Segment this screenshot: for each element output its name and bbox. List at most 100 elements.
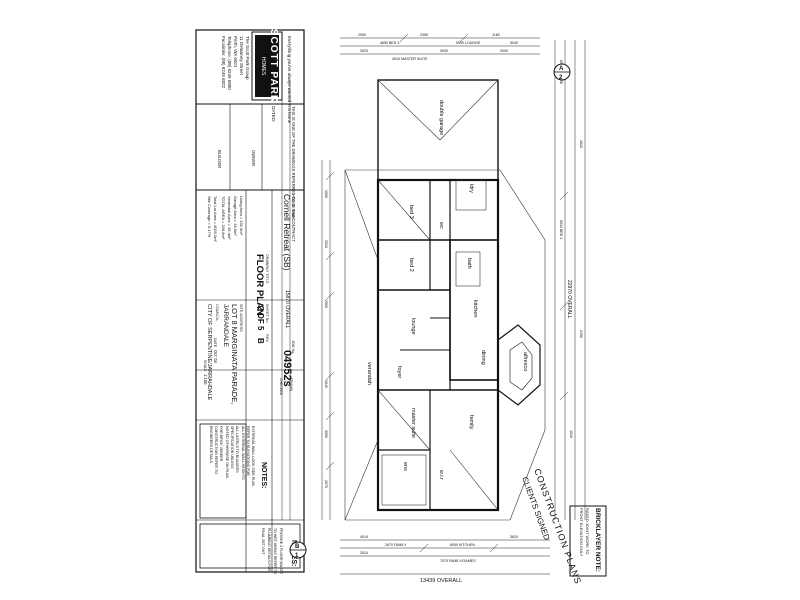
svg-text:NOTES:: NOTES: [260,462,267,488]
dimension-text-top: 2990 4650 BED 3 2350 3930 5990 LOUNGE 11… [358,33,518,61]
section-marker-bottom: B 1 [289,541,307,559]
svg-text:2: 2 [559,75,563,81]
company-tagline: Everything you've always wanted in a hom… [287,36,292,124]
drawing-title-label: DRAWING TITLE [265,254,269,284]
svg-text:3810: 3810 [510,535,518,539]
house-name: Cornell Retreat (SB) [282,194,292,271]
overall-vertical: 22970 OVERALL [566,280,572,319]
svg-text:ENGINEERS DETAILS: ENGINEERS DETAILS [209,426,213,463]
room-wir: w.i.r [438,469,444,480]
svg-text:4510: 4510 [569,430,573,438]
svg-text:6000 KITCHEN: 6000 KITCHEN [450,543,475,547]
date-value: Oct '04 [213,350,218,364]
room-wc: wc [438,221,444,229]
dimension-lines [281,37,586,575]
room-foyer: foyer [396,366,402,378]
svg-text:3310: 3310 [324,240,328,248]
room-labels: bed 3 bed 2 lounge master suite family k… [366,100,528,480]
scale-value: 1:100 [203,374,208,385]
dimension-text-left: 1000 3310 2500 1640 3050 2670 [324,190,328,488]
room-lounge: lounge [410,318,416,335]
svg-text:4010: 4010 [360,535,368,539]
svg-text:6510 BED 2: 6510 BED 2 [559,220,563,239]
construction-stamp: CONSTRUCTION PLANS CLIENTS SIGNED [520,467,583,586]
notes-box: NOTES: EXTERNAL WALL LOOK SIDE PLAN REFE… [199,423,267,519]
svg-text:FOR BRICK VENEER: FOR BRICK VENEER [219,426,223,462]
company-address: The Scott Park Group 11 Delawney Street … [221,36,250,90]
svg-text:NOTED OTHERWISE ON PLAN: NOTED OTHERWISE ON PLAN [225,426,229,478]
notes-box-2: NOTES: PROVIDE 2 FLOOR WASTE TO WET AREA… [199,523,301,575]
date-label: DATE [213,338,217,348]
room-bed2: bed 2 [408,258,414,272]
svg-text:1: 1 [295,553,299,559]
overall-bottom: 13439 OVERALL [420,578,462,584]
svg-text:4650 BED 3: 4650 BED 3 [380,41,399,45]
svg-text:11 Delawney Street: 11 Delawney Street [239,36,244,76]
site-address-label: SITE ADDRESS [239,304,243,332]
section-marker-top: A 2 [553,63,571,81]
room-ens: ens [402,462,408,471]
roof-lines [344,79,546,521]
drawn-label: DRAWN [289,378,293,392]
dimension-text-bottom: 4010 2670 FAMILY 6000 KITCHEN 3810 2510 … [360,535,518,563]
svg-text:2000: 2000 [500,49,508,53]
site-address-line2: JARRANDALE [222,304,229,348]
svg-text:2500: 2500 [324,300,328,308]
sheet-value: 2 OF 5 [256,306,265,331]
svg-text:SPECIFICATION UNLESS: SPECIFICATION UNLESS [230,426,234,469]
dimension-text-right: 6990 GARAGE 6510 BED 2 1620 2490 4510 [559,60,583,438]
brand-name: SCOTT PARK [268,29,279,103]
owner-label: OWNER [251,150,256,166]
svg-text:1620: 1620 [579,140,583,148]
svg-text:Garage Area = 39.9m²: Garage Area = 39.9m² [233,196,238,236]
svg-text:2490: 2490 [579,330,583,338]
svg-text:PROVIDE 2 FLOOR WASTE: PROVIDE 2 FLOOR WASTE [279,528,283,575]
drawing-title: FLOOR PLAN [254,254,265,316]
dimension-ticks [325,33,569,553]
house-outline [376,79,500,512]
svg-text:RAKED JOINT WORK TO: RAKED JOINT WORK TO [585,508,590,554]
council: CITY OF SERPENTINE/JARRAHDALE [206,304,212,400]
site-address-line1: LOT 8 MARGINATA PARADE, [230,304,239,404]
svg-text:2670: 2670 [324,480,328,488]
room-bed3: bed 3 [408,205,414,219]
bricklayer-note: BRICKLAYER NOTE: RAKED JOINT WORK TO FRO… [569,505,607,577]
svg-text:CONSTRUCTION REFER TO: CONSTRUCTION REFER TO [214,426,218,474]
council-label: COUNCIL [215,304,219,321]
rev-value: B [256,338,265,344]
sheet-label: SHEET No. [265,304,269,324]
room-family: family [468,415,474,430]
svg-text:EXTERNAL WALL LOOK SIDE PLAN: EXTERNAL WALL LOOK SIDE PLAN [251,426,255,487]
brand-sub: HOMES [260,57,266,76]
svg-text:A: A [559,66,564,72]
svg-text:ALL EXTERNAL WALL HEIGHTS: ALL EXTERNAL WALL HEIGHTS [241,426,245,480]
svg-text:2350: 2350 [420,33,428,37]
room-kitchen: kitchen [472,300,478,317]
svg-text:TO WET AREAS REFER TO: TO WET AREAS REFER TO [273,528,277,574]
svg-text:3930: 3930 [440,49,448,53]
wet-area-tiles [381,179,487,506]
svg-text:Facsimile: (08) 9249 6822: Facsimile: (08) 9249 6822 [221,36,226,89]
rev-label: REV. [265,334,269,343]
room-dining: dining [480,350,486,365]
svg-text:TOTAL AREA = 206.8m²: TOTAL AREA = 206.8m² [221,196,226,240]
svg-text:2990: 2990 [358,33,366,37]
room-verandah: verandah [366,362,372,385]
builder-label: BUILDER [217,150,222,168]
svg-text:3050: 3050 [324,430,328,438]
svg-text:BRICKLAYER NOTE:: BRICKLAYER NOTE: [594,508,601,572]
bay-window [497,324,541,406]
job-label: JOB No. [291,340,295,354]
svg-text:1160: 1160 [492,33,500,37]
svg-text:B: B [295,544,300,550]
svg-text:Telephone: (08) 9249 6800: Telephone: (08) 9249 6800 [227,36,232,90]
svg-text:1000: 1000 [324,190,328,198]
svg-text:4010 MASTER SUITE: 4010 MASTER SUITE [392,57,428,61]
svg-text:5990 LOUNGE: 5990 LOUNGE [456,41,481,45]
svg-text:Site Coverage = 5.17%: Site Coverage = 5.17% [207,196,212,238]
room-alfresco: alfresco [522,352,528,371]
svg-text:7070 FAMILY/GAMES: 7070 FAMILY/GAMES [440,559,476,563]
room-bath: bath [466,258,472,269]
dated-label: DATED: [271,106,276,122]
